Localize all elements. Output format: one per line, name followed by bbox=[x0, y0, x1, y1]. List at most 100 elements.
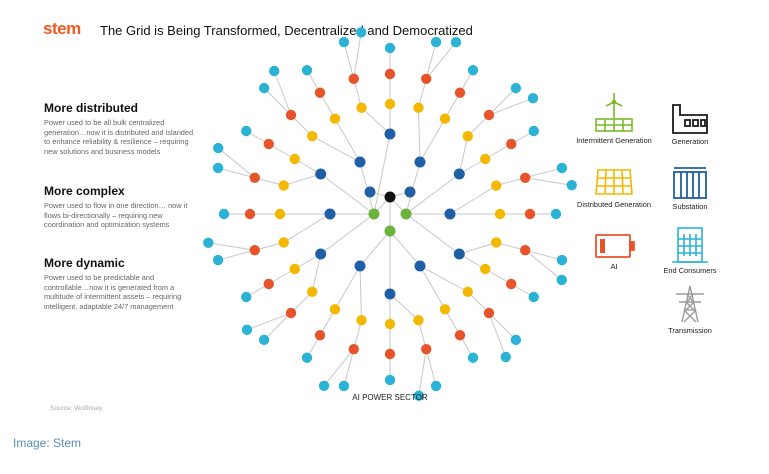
network-edge bbox=[488, 312, 507, 358]
legend-ai: AI bbox=[574, 232, 654, 271]
substation-node bbox=[444, 208, 456, 220]
solar-panel-icon bbox=[595, 169, 633, 195]
consumer-node bbox=[450, 37, 462, 48]
consumer-node bbox=[212, 162, 224, 174]
section-text: Power used to flow in one direction… now… bbox=[44, 201, 188, 230]
source-note: Source: Wolfinsey bbox=[50, 405, 103, 412]
ai-node bbox=[454, 330, 466, 341]
wind-solar-icon bbox=[595, 93, 633, 132]
ai-node bbox=[285, 307, 297, 319]
legend-label: Distributed Generation bbox=[577, 200, 651, 209]
substation-node bbox=[354, 260, 366, 272]
consumer-node bbox=[413, 390, 424, 401]
consumer-node bbox=[528, 125, 539, 137]
ai-node bbox=[506, 278, 517, 290]
consumer-node bbox=[467, 65, 479, 76]
network-edge bbox=[425, 41, 437, 79]
grid-network-diagram bbox=[203, 27, 577, 401]
network-edge bbox=[488, 312, 517, 341]
network-edge bbox=[525, 167, 563, 179]
ai-node bbox=[421, 73, 432, 84]
network-edge bbox=[311, 253, 322, 292]
diagram-label: AI POWER SECTOR bbox=[352, 393, 428, 402]
stem-logo: stem bbox=[43, 19, 81, 38]
substation-node bbox=[453, 248, 465, 260]
legend-transmission: Transmission bbox=[650, 284, 730, 335]
network-edge bbox=[524, 249, 563, 281]
legend-label: End Consumers bbox=[663, 266, 717, 275]
inner-node bbox=[368, 208, 380, 220]
network-edge bbox=[359, 265, 363, 321]
network-edge bbox=[359, 230, 391, 267]
battery-icon bbox=[595, 234, 635, 258]
legend-distributed-generation: Distributed Generation bbox=[574, 168, 654, 209]
network-edge bbox=[488, 97, 534, 116]
legend-end-consumers: End Consumers bbox=[650, 226, 730, 275]
network-edge bbox=[417, 107, 421, 163]
ai-node bbox=[454, 87, 466, 98]
network-edge bbox=[419, 265, 469, 293]
consumer-node bbox=[212, 254, 224, 266]
network-edge bbox=[361, 107, 391, 135]
substation-node bbox=[315, 168, 327, 180]
ai-node bbox=[384, 68, 396, 80]
section-distributed: More distributed Power used to be all bu… bbox=[44, 101, 194, 156]
factory-icon bbox=[672, 104, 708, 134]
network-edge bbox=[425, 349, 437, 387]
network-edge bbox=[217, 147, 256, 179]
network-edge bbox=[217, 167, 255, 179]
substation-node bbox=[414, 260, 426, 272]
substation-icon bbox=[673, 167, 707, 199]
distributed-node bbox=[274, 208, 286, 220]
consumer-node bbox=[384, 42, 396, 54]
network-edge bbox=[334, 265, 361, 310]
distributed-node bbox=[480, 153, 491, 165]
substation-node bbox=[364, 186, 376, 198]
substation-node bbox=[384, 128, 396, 140]
consumer-node bbox=[241, 324, 253, 335]
network-edge bbox=[283, 173, 321, 187]
network-edge bbox=[405, 213, 460, 255]
ai-node bbox=[314, 87, 326, 98]
distributed-node bbox=[491, 237, 502, 248]
network-edge bbox=[320, 213, 375, 255]
network-edge bbox=[458, 136, 469, 175]
ai-node bbox=[263, 138, 274, 150]
section-text: Power used to be all bulk centralized ge… bbox=[44, 118, 194, 156]
ai-node bbox=[244, 208, 256, 220]
building-icon bbox=[672, 227, 708, 263]
distributed-node bbox=[329, 113, 341, 124]
transmission-tower-icon bbox=[676, 285, 704, 323]
legend-substation: Substation bbox=[650, 164, 730, 211]
section-heading: More distributed bbox=[44, 101, 139, 115]
network-edge bbox=[273, 70, 292, 116]
section-dynamic: More dynamic Power used to be predictabl… bbox=[44, 256, 194, 311]
image-caption: Image: Stem bbox=[13, 436, 82, 450]
consumer-node bbox=[384, 374, 396, 386]
network-edge bbox=[419, 265, 446, 310]
substation-node bbox=[384, 288, 396, 300]
network-edge bbox=[323, 348, 355, 387]
distributed-node bbox=[413, 102, 424, 113]
consumer-node bbox=[510, 82, 522, 94]
distributed-node bbox=[413, 315, 424, 326]
distributed-node bbox=[289, 153, 300, 165]
network-edge bbox=[488, 87, 517, 116]
distributed-node bbox=[462, 286, 473, 297]
distributed-node bbox=[356, 102, 367, 113]
ai-node bbox=[348, 73, 359, 84]
network-edge bbox=[208, 242, 255, 251]
distributed-node bbox=[278, 180, 289, 191]
consumer-node bbox=[430, 380, 442, 392]
section-complex: More complex Power used to flow in one d… bbox=[44, 184, 194, 230]
distributed-node bbox=[494, 208, 506, 220]
consumer-node bbox=[356, 27, 367, 38]
ai-node bbox=[520, 172, 531, 183]
network-edge bbox=[246, 312, 292, 331]
ai-node bbox=[524, 208, 536, 220]
distributed-node bbox=[329, 304, 341, 315]
ai-node bbox=[421, 344, 432, 355]
consumer-node bbox=[301, 65, 313, 76]
distributed-node bbox=[289, 263, 300, 275]
legend-label: Substation bbox=[672, 202, 708, 211]
